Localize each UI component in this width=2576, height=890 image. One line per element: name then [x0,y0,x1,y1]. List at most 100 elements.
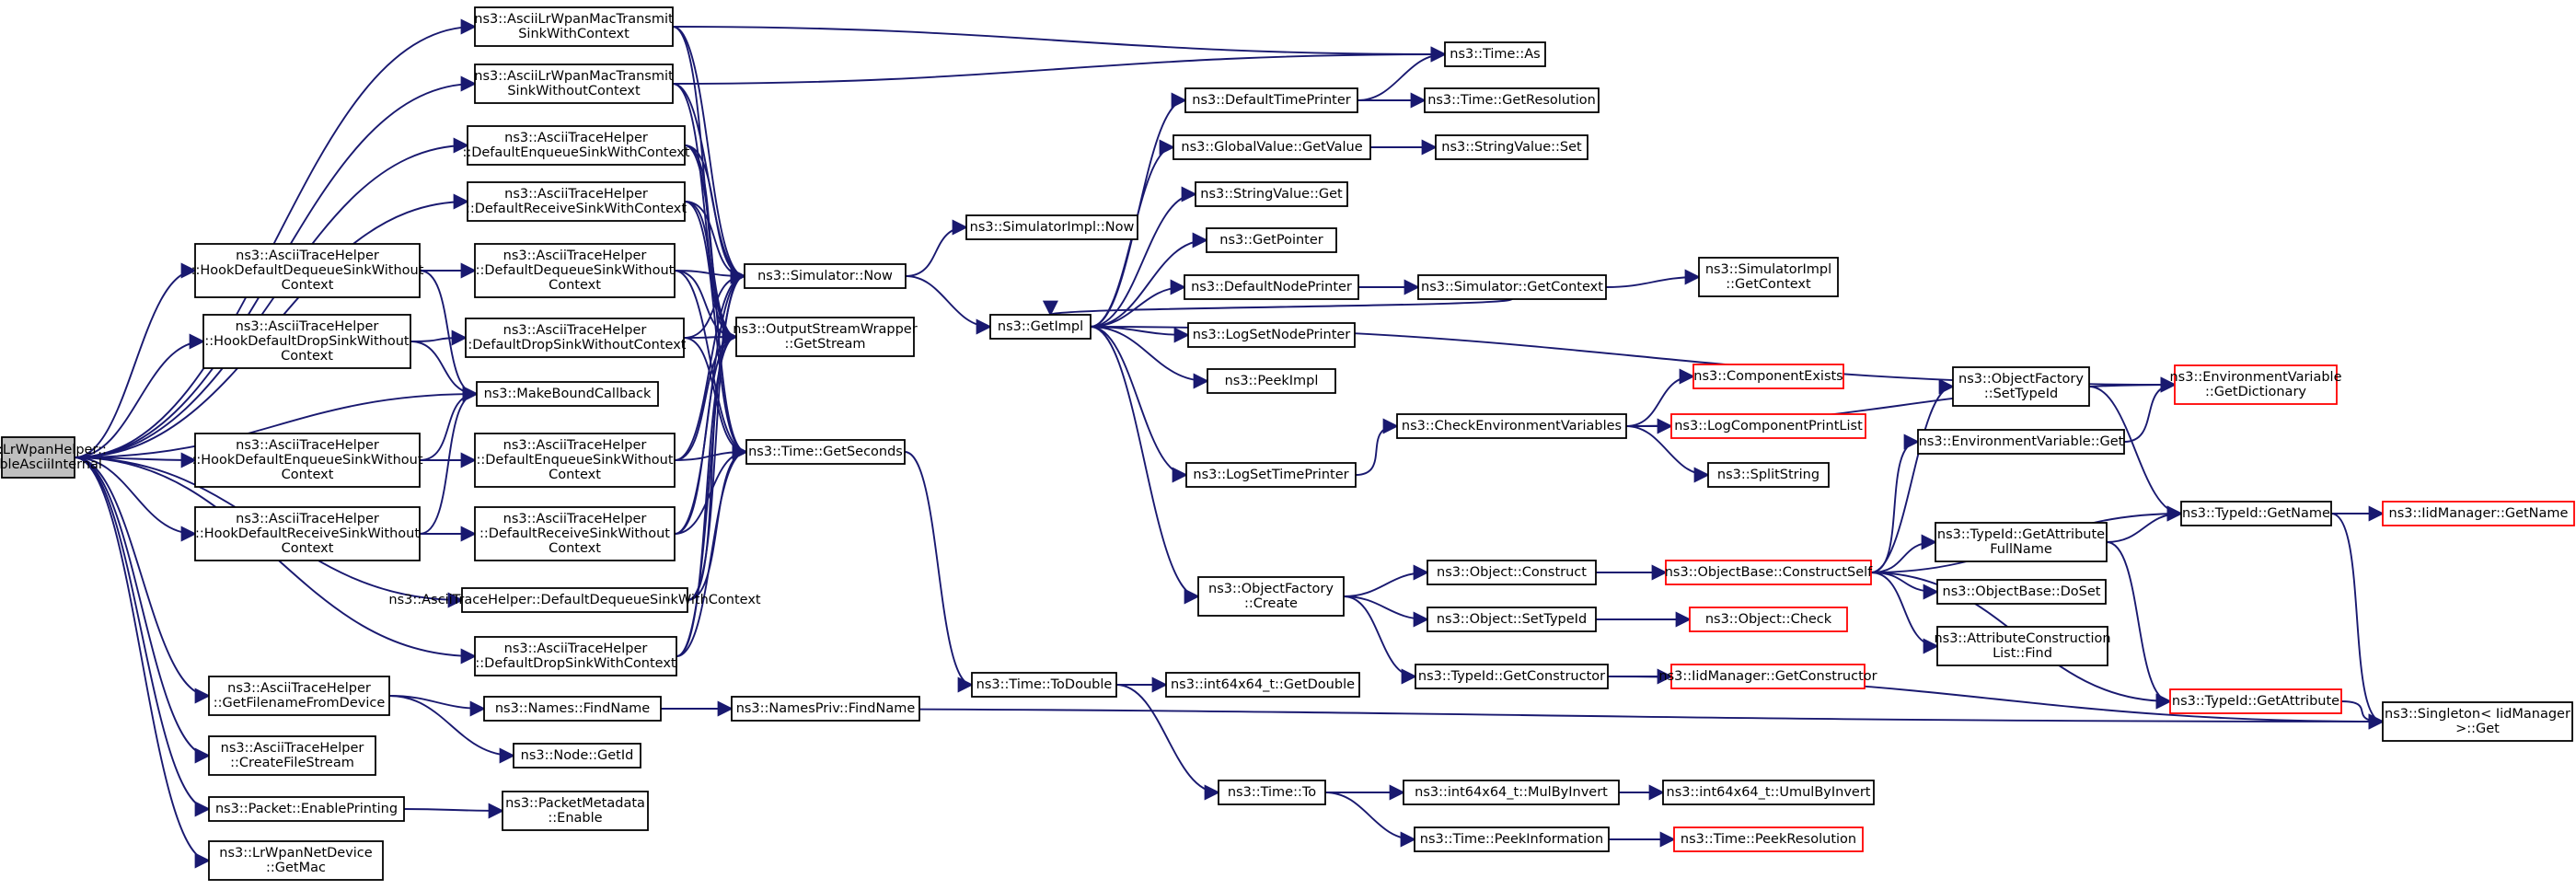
node-time-as[interactable]: ns3::Time::As [1444,41,1546,67]
edge-sim-get-context-to-sim-impl-get-ctx [1605,269,1701,288]
node-def-recv-without[interactable]: ns3::AsciiTraceHelper::DefaultReceiveSin… [474,506,676,561]
node-of-set-type-id[interactable]: ns3::ObjectFactory::SetTypeId [1952,366,2090,407]
node-root[interactable]: ns3::LrWpanHelper::EnableAsciiInternal [0,436,107,479]
node-label: ns3::Object::Check [1705,612,1832,627]
node-sv-get[interactable]: ns3::StringValue::Get [1195,181,1348,207]
node-box [1670,413,1866,439]
node-label: Context [282,541,334,556]
node-iid-get-name[interactable]: ns3::IidManager::GetName [2382,501,2575,526]
node-def-node-printer[interactable]: ns3::DefaultNodePrinter [1184,274,1359,300]
node-time-to[interactable]: ns3::Time::To [1218,780,1326,805]
node-get-mac[interactable]: ns3::LrWpanNetDevice::GetMac [208,840,384,881]
node-get-stream[interactable]: ns3::OutputStreamWrapper::GetStream [733,317,918,357]
edge-root-to-mac-tx-sink-with [74,18,477,458]
node-tid-get-attr[interactable]: ns3::TypeId::GetAttribute [2169,688,2342,714]
node-log-comp-print[interactable]: ns3::LogComponentPrintList [1670,413,1866,439]
node-obj-set-type-id[interactable]: ns3::Object::SetTypeId [1427,607,1597,632]
node-box [1414,826,1610,852]
edge-get-filename-to-node-get-id [388,695,515,764]
node-sim-impl-now[interactable]: ns3::SimulatorImpl::Now [965,214,1138,240]
node-find-name[interactable]: ns3::Names::FindName [483,696,662,722]
node-label: ::CreateFileStream [230,756,354,770]
node-of-create[interactable]: ns3::ObjectFactory::Create [1197,576,1345,617]
node-time-get-res[interactable]: ns3::Time::GetResolution [1424,87,1600,113]
node-mac-tx-sink-without[interactable]: ns3::AsciiLrWpanMacTransmitSinkWithoutCo… [474,64,674,104]
edge-root-to-hook-deq-without [74,262,197,458]
node-obj-base-do-set[interactable]: ns3::ObjectBase::DoSet [1936,579,2107,605]
node-def-time-printer[interactable]: ns3::DefaultTimePrinter [1184,87,1358,113]
node-enable-printing[interactable]: ns3::Packet::EnablePrinting [208,796,405,822]
node-get-filename[interactable]: ns3::AsciiTraceHelper::GetFilenameFromDe… [208,676,390,716]
node-label: ns3::Object::Construct [1437,565,1587,580]
node-log-set-time[interactable]: ns3::LogSetTimePrinter [1185,462,1357,488]
node-hook-recv-without[interactable]: ns3::AsciiTraceHelper::HookDefaultReceiv… [194,506,421,561]
node-box [1172,134,1371,160]
node-env-get[interactable]: ns3::EnvironmentVariable::Get [1917,429,2125,455]
node-def-recv-with[interactable]: ns3::AsciiTraceHelper::DefaultReceiveSin… [466,181,687,222]
node-sim-get-context[interactable]: ns3::Simulator::GetContext [1417,274,1607,300]
node-obj-base-cs[interactable]: ns3::ObjectBase::ConstructSelf [1665,560,1873,585]
node-sim-now[interactable]: ns3::Simulator::Now [744,263,907,289]
node-comp-exists[interactable]: ns3::ComponentExists [1692,364,1844,389]
node-pm-enable[interactable]: ns3::PacketMetadata::Enable [502,791,649,831]
node-box [1435,134,1588,160]
node-sim-impl-get-ctx[interactable]: ns3::SimulatorImpl::GetContext [1698,257,1839,297]
node-box [1689,607,1848,632]
node-box [1424,87,1600,113]
node-def-deq-with[interactable]: ns3::AsciiTraceHelper::DefaultDequeueSin… [388,587,761,613]
node-get-pointer[interactable]: ns3::GetPointer [1206,227,1337,253]
node-hook-drop-without[interactable]: ns3::AsciiTraceHelper::HookDefaultDropSi… [202,314,411,369]
node-tid-get-ctor[interactable]: ns3::TypeId::GetConstructor [1415,664,1609,689]
edge-enable-printing-to-pm-enable [403,803,504,819]
node-split-string[interactable]: ns3::SplitString [1707,462,1830,488]
node-names-priv-find[interactable]: ns3::NamesPriv::FindName [731,696,920,722]
node-hook-enq-without[interactable]: ns3::AsciiTraceHelper::HookDefaultEnqueu… [191,433,423,488]
node-tid-get-name[interactable]: ns3::TypeId::GetName [2180,501,2332,526]
node-make-bound[interactable]: ns3::MakeBoundCallback [476,381,659,407]
node-label: ns3::AttributeConstruction [1934,631,2110,646]
node-sv-set[interactable]: ns3::StringValue::Set [1435,134,1588,160]
node-i64-mul-by-inv[interactable]: ns3::int64x64_t::MulByInvert [1403,780,1620,805]
node-def-deq-without[interactable]: ns3::AsciiTraceHelper::DefaultDequeueSin… [474,243,676,298]
node-box [474,6,674,47]
node-i64-umul-by-inv[interactable]: ns3::int64x64_t::UmulByInvert [1662,780,1875,805]
node-def-drop-without[interactable]: ns3::AsciiTraceHelper::DefaultDropSinkWi… [464,318,687,358]
node-label: Context [282,468,334,482]
node-def-enq-with[interactable]: ns3::AsciiTraceHelper::DefaultEnqueueSin… [462,125,690,166]
node-box [1187,322,1356,348]
node-get-seconds[interactable]: ns3::Time::GetSeconds [745,439,906,465]
node-to-double[interactable]: ns3::Time::ToDouble [971,672,1117,698]
node-time-peek-res[interactable]: ns3::Time::PeekResolution [1673,826,1864,852]
node-label: ns3::TypeId::GetName [2182,506,2330,521]
node-get-impl[interactable]: ns3::GetImpl [989,314,1092,340]
node-create-file[interactable]: ns3::AsciiTraceHelper::CreateFileStream [208,735,376,776]
node-def-drop-with[interactable]: ns3::AsciiTraceHelper::DefaultDropSinkWi… [474,636,677,676]
node-node-get-id[interactable]: ns3::Node::GetId [513,743,641,769]
node-label: ns3::Time::As [1450,47,1540,62]
edge-obj-base-cs-to-tid-get-attr-full [1870,534,1937,573]
node-check-env[interactable]: ns3::CheckEnvironmentVariables [1396,413,1627,439]
node-def-enq-without[interactable]: ns3::AsciiTraceHelper::DefaultEnqueueSin… [474,433,676,488]
node-obj-construct[interactable]: ns3::Object::Construct [1427,560,1597,585]
node-log-set-node[interactable]: ns3::LogSetNodePrinter [1187,322,1356,348]
node-singleton-get[interactable]: ns3::Singleton< IidManager >::Get [2382,701,2573,742]
node-time-peek-info[interactable]: ns3::Time::PeekInformation [1414,826,1610,852]
node-obj-check[interactable]: ns3::Object::Check [1689,607,1848,632]
node-peek-impl[interactable]: ns3::PeekImpl [1207,368,1336,394]
node-i64-get-double[interactable]: ns3::int64x64_t::GetDouble [1165,672,1360,698]
node-hook-deq-without[interactable]: ns3::AsciiTraceHelper::HookDefaultDequeu… [191,243,424,298]
node-label: ns3::Simulator::GetContext [1421,280,1603,295]
edge-get-impl-to-of-create [1090,326,1200,605]
node-iid-get-ctor[interactable]: ns3::IidManager::GetConstructor [1658,664,1877,689]
node-gv-get-value[interactable]: ns3::GlobalValue::GetValue [1172,134,1371,160]
node-box [1185,462,1357,488]
edge-get-impl-to-get-pointer [1090,232,1208,328]
edge-sim-now-to-get-impl [905,275,992,335]
node-env-get-dict[interactable]: ns3::EnvironmentVariable::GetDictionary [2169,364,2342,405]
node-box [474,636,677,676]
node-label: ns3::Time::PeekInformation [1420,832,1603,847]
node-mac-tx-sink-with[interactable]: ns3::AsciiLrWpanMacTransmitSinkWithConte… [474,6,674,47]
node-label: List::Find [1993,646,2052,661]
